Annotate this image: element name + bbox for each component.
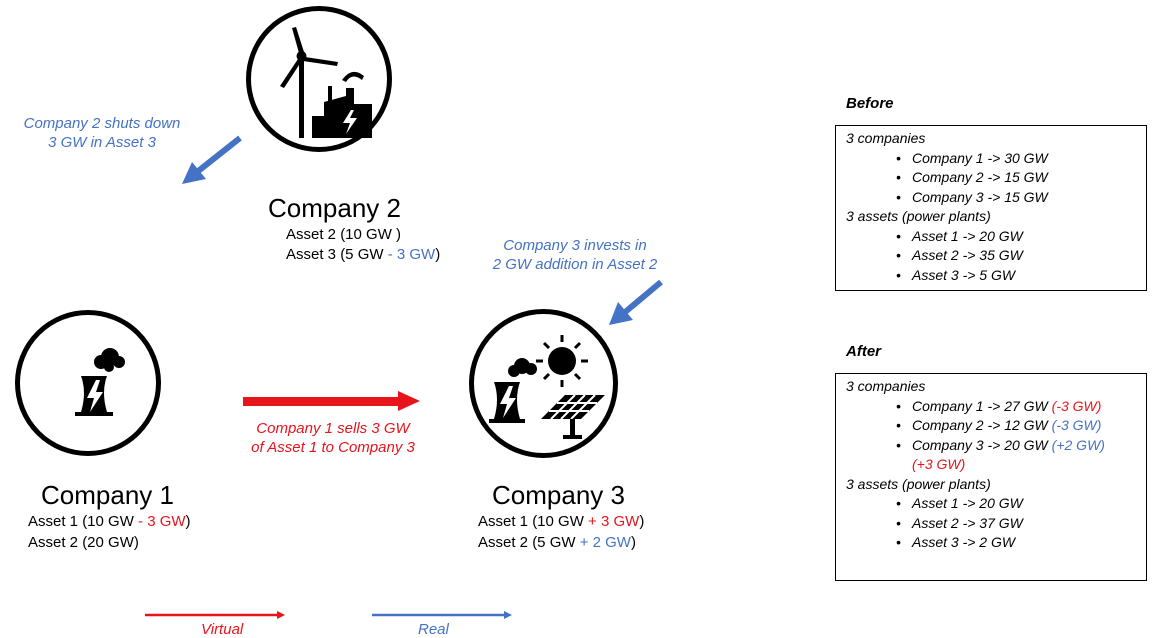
list-item: Company 1 -> 30 GW	[896, 149, 1146, 169]
company2-title: Company 2	[268, 193, 401, 223]
after-c3-change-a: (+2 GW)	[1051, 436, 1105, 453]
company3-asset-1: Asset 1 (10 GW + 3 GW)	[478, 513, 645, 530]
list-item: Asset 2 -> 37 GW	[896, 514, 1146, 534]
after-c3-change-b: (+3 GW)	[912, 456, 966, 472]
company3-asset-1-change: + 3 GW	[583, 513, 640, 530]
legend-real-label: Real	[418, 621, 449, 638]
sell-note: Company 1 sells 3 GW of Asset 1 to Compa…	[251, 420, 415, 456]
invest-note: Company 3 invests in 2 GW addition in As…	[492, 237, 658, 273]
before-assets-heading: 3 assets (power plants)	[846, 208, 991, 224]
company1-asset-1-change: - 3 GW	[133, 513, 186, 530]
before-box: 3 companies Company 1 -> 30 GW Company 2…	[835, 125, 1147, 291]
after-c1-change: (-3 GW)	[1051, 397, 1102, 414]
list-item: Company 2 -> 12 GW (-3 GW)	[896, 416, 1146, 436]
shutdown-note: Company 2 shuts down 3 GW in Asset 3	[23, 115, 181, 151]
legend-virtual-arrow	[145, 611, 285, 619]
list-item: Asset 1 -> 20 GW	[896, 227, 1146, 247]
legend-virtual-label: Virtual	[201, 621, 244, 638]
nuclear-solar-plant-icon	[489, 335, 605, 439]
company3-asset-2-change: + 2 GW	[575, 534, 631, 551]
after-companies-heading: 3 companies	[846, 378, 926, 394]
legend-real-arrow	[372, 611, 512, 619]
list-item: Asset 1 -> 20 GW	[896, 494, 1146, 514]
wind-turbine-factory-icon	[280, 27, 372, 138]
list-item: Company 3 -> 20 GW (+2 GW)(+3 GW)	[896, 436, 1112, 475]
list-item: Asset 3 -> 2 GW	[896, 533, 1146, 553]
company1-asset-1: Asset 1 (10 GW - 3 GW)	[28, 513, 191, 530]
company1-asset-2: Asset 2 (20 GW)	[28, 534, 139, 551]
company3-circle	[469, 309, 618, 458]
before-title: Before	[846, 95, 894, 112]
company3-title: Company 3	[492, 480, 625, 510]
after-assets-heading: 3 assets (power plants)	[846, 475, 991, 492]
company2-asset-2: Asset 2 (10 GW )	[286, 226, 402, 243]
list-item: Asset 3 -> 5 GW	[896, 266, 1146, 286]
company1-title: Company 1	[41, 480, 174, 510]
company2-asset-3: Asset 3 (5 GW - 3 GW)	[286, 246, 441, 263]
after-c2-change: (-3 GW)	[1051, 417, 1102, 433]
nuclear-plant-icon	[75, 348, 125, 416]
list-item: Asset 2 -> 35 GW	[896, 246, 1146, 266]
company3-asset-2: Asset 2 (5 GW + 2 GW)	[478, 534, 636, 551]
shutdown-arrow	[182, 135, 242, 184]
before-companies-heading: 3 companies	[846, 130, 926, 146]
invest-arrow	[609, 279, 663, 325]
after-box: 3 companies Company 1 -> 27 GW (-3 GW) C…	[835, 373, 1147, 581]
after-title: After	[846, 343, 882, 360]
company2-asset-3-change: - 3 GW	[383, 246, 436, 263]
sell-arrow	[243, 391, 420, 411]
list-item: Company 3 -> 15 GW	[896, 188, 1146, 208]
list-item: Company 2 -> 15 GW	[896, 168, 1146, 188]
list-item: Company 1 -> 27 GW (-3 GW)	[896, 397, 1146, 417]
